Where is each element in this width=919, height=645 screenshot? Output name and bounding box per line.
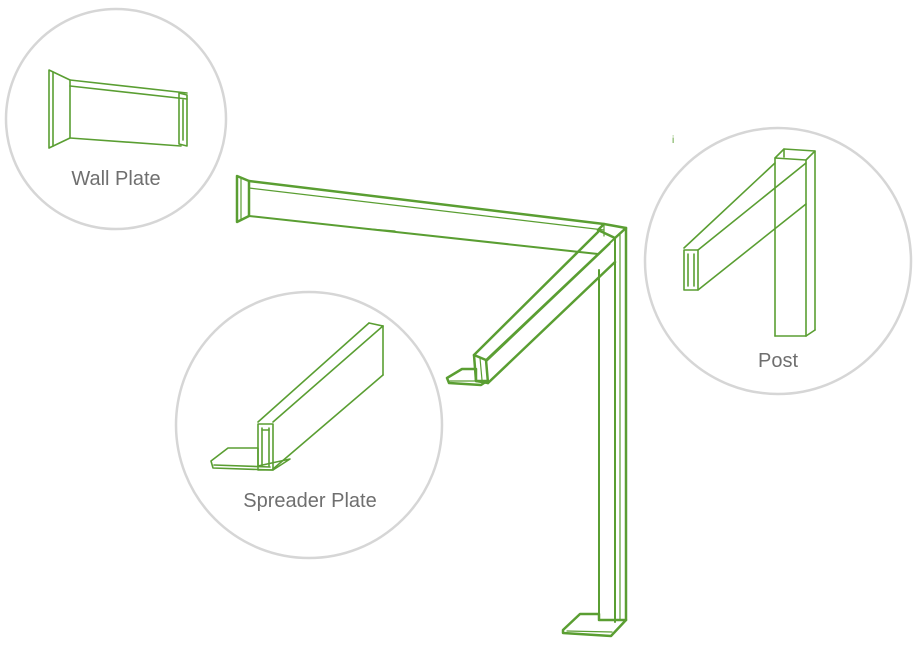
assembly-post-top: [596, 222, 628, 240]
spreader-plate-callout-ring: [174, 290, 444, 560]
wall-plate-label: Wall Plate: [71, 168, 160, 190]
post-callout: Post: [643, 126, 913, 396]
spreader-plate-label: Spreader Plate: [243, 490, 376, 512]
post-label: Post: [758, 350, 798, 372]
spreader-plate-drawing: [210, 322, 384, 471]
wall-plate-drawing: [48, 69, 188, 149]
assembly-wall-plate: [235, 174, 251, 224]
assembly-diagonal-arm: [472, 230, 617, 385]
assembly-spreader-plate: [445, 367, 489, 387]
wall-plate-callout-ring: [4, 7, 228, 231]
assembly-post: [598, 226, 628, 623]
assembly-base-plate: [561, 612, 628, 638]
post-drawing: [683, 148, 816, 337]
spreader-plate-callout: Spreader Plate: [174, 290, 444, 560]
assembly-top-beam: [247, 179, 606, 255]
stray-mark: i: [672, 135, 674, 146]
main-bracket-assembly: [235, 174, 628, 638]
wall-plate-callout: Wall Plate: [4, 7, 228, 231]
post-callout-ring: [643, 126, 913, 396]
